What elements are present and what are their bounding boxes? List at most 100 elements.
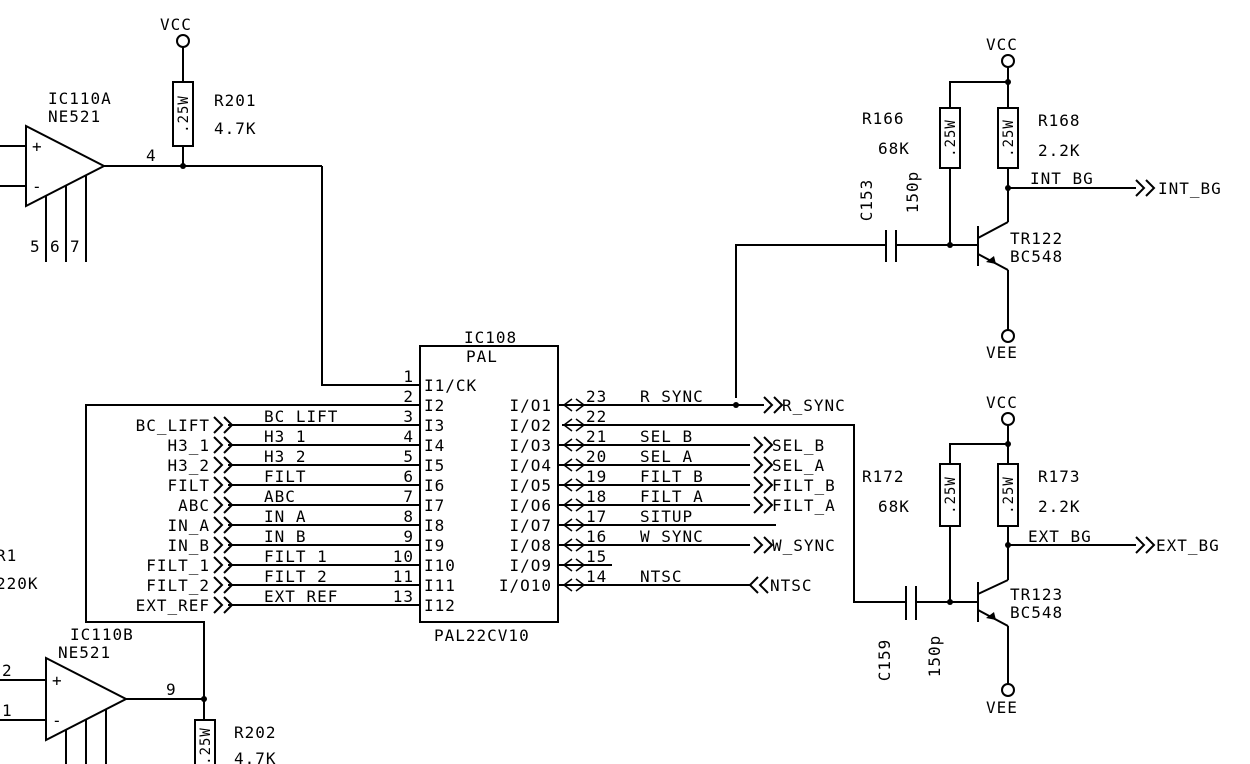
net-ntsc: NTSC [640, 567, 683, 586]
ic110b-part-label: NE521 [58, 643, 111, 662]
port-in-a: IN_A [167, 516, 210, 535]
vcc-terminal [176, 34, 190, 48]
r201-ref-label: R201 [214, 91, 257, 110]
ic108-output-pin-14: 14 [586, 567, 607, 586]
r201-rating: .25W [176, 95, 192, 133]
r202-value-label: 4.7K [234, 749, 277, 764]
r202-ref-label: R202 [234, 723, 277, 742]
tr122-part-label: BC548 [1010, 247, 1063, 266]
r166-value-label: 68K [878, 139, 910, 158]
ic108-output-label-16: I/O8 [509, 536, 552, 555]
ic108-output-pin-22: 22 [586, 407, 607, 426]
ic108-input-label-5: I5 [424, 456, 445, 475]
r168-value-label: 2.2K [1038, 141, 1081, 160]
ic110b-out-pin: 9 [166, 680, 177, 699]
ic108-output-label-15: I/O9 [509, 556, 552, 575]
ic108-input-label-1: I1/CK [424, 376, 477, 395]
port-w-sync: W_SYNC [772, 536, 836, 555]
net-situp: SITUP [640, 507, 693, 526]
ic110b-opamp-symbol [45, 656, 129, 742]
ic108-output-label-21: I/O3 [509, 436, 552, 455]
port-filt: FILT [167, 476, 210, 495]
r173-ref-label: R173 [1038, 467, 1081, 486]
r173-value-label: 2.2K [1038, 497, 1081, 516]
vcc-terminal [1001, 412, 1015, 426]
ic110a-ref-label: IC110A [48, 89, 112, 108]
ic110a-pin-5: 5 [30, 237, 41, 256]
r166-ref-label: R166 [862, 109, 905, 128]
net-sel-b: SEL_B [640, 427, 693, 446]
ic110a-part-label: NE521 [48, 107, 101, 126]
ic108-output-label-14: I/O10 [499, 576, 552, 595]
ic108-output-pin-17: 17 [586, 507, 607, 526]
r1-value-label: 220K [0, 574, 39, 593]
port-bc-lift: BC_LIFT [136, 416, 210, 435]
ic108-output-pin-20: 20 [586, 447, 607, 466]
ic108-input-label-2: I2 [424, 396, 445, 415]
ic108-input-label-9: I9 [424, 536, 445, 555]
ic108-input-label-4: I4 [424, 436, 445, 455]
ic108-output-pin-16: 16 [586, 527, 607, 546]
r202-group: .25W R202 4.7K [194, 699, 277, 764]
tr122-stage: VCC .25W .25W R166 68K R168 2.2K INT_BG … [735, 35, 1222, 398]
ic110b-ref-label: IC110B [70, 625, 134, 644]
ic108-input-pin-9: 9 [403, 527, 414, 546]
ic110a-pin-6: 6 [50, 237, 61, 256]
ic108-input-pin-4: 4 [403, 427, 414, 446]
ic110b-pin-1: 1 [2, 701, 13, 720]
tr123-vcc-label: VCC [986, 393, 1018, 412]
net-ext-ref: EXT_REF [264, 587, 338, 606]
r172-ref-label: R172 [862, 467, 905, 486]
net-bc-lift: BC_LIFT [264, 407, 338, 426]
ext-bg-net-label: EXT_BG [1028, 527, 1092, 546]
ic108-input-pin-13: 13 [393, 587, 414, 606]
tr122-ref-label: TR122 [1010, 229, 1063, 248]
ic110a-plus-sign: + [32, 137, 43, 156]
r202-resistor [194, 719, 216, 764]
c153-ref-label: C153 [857, 179, 876, 222]
r166-rating: .25W [943, 119, 959, 157]
ic108-input-pin-8: 8 [403, 507, 414, 526]
int-bg-port-label: INT_BG [1158, 179, 1222, 198]
ic110a-minus-sign: - [32, 177, 43, 196]
ic108-type-label: PAL [466, 347, 498, 366]
ic108-input-label-11: I11 [424, 576, 456, 595]
ic108-input-label-7: I7 [424, 496, 445, 515]
port-ext-ref: EXT_REF [136, 596, 210, 615]
ic108-input-pin-7: 7 [403, 487, 414, 506]
ic110b-group: IC110B NE521 2 1 + - 9 [0, 625, 207, 764]
port-h3-2: H3_2 [167, 456, 210, 475]
net-sel-a: SEL_A [640, 447, 693, 466]
ic108-output-pin-21: 21 [586, 427, 607, 446]
r172-value-label: 68K [878, 497, 910, 516]
ext-bg-port-label: EXT_BG [1156, 536, 1220, 555]
c159-ref-label: C159 [875, 639, 894, 682]
c159-value-label: 150p [925, 635, 944, 678]
c153-value-label: 150p [903, 171, 922, 214]
ic108-input-label-10: I10 [424, 556, 456, 575]
ic108-output-label-17: I/O7 [509, 516, 552, 535]
ic108-output-pin-23: 23 [586, 387, 607, 406]
ic108-output-label-22: I/O2 [509, 416, 552, 435]
port-sel-a: SEL_A [772, 456, 825, 475]
ic110a-pin-7: 7 [70, 237, 81, 256]
ic108-output-pin-19: 19 [586, 467, 607, 486]
ic108-input-pin-2: 2 [403, 387, 414, 406]
ic108-input-pin-11: 11 [393, 567, 414, 586]
port-filt-a: FILT_A [772, 496, 836, 515]
tr123-ref-label: TR123 [1010, 585, 1063, 604]
port-r-sync: R_SYNC [782, 396, 846, 415]
ic108-input-pin-6: 6 [403, 467, 414, 486]
int-bg-net-label: INT_BG [1030, 169, 1094, 188]
net-r-sync: R_SYNC [640, 387, 704, 406]
port-filt-1: FILT_1 [146, 556, 210, 575]
ic110b-minus-sign: - [52, 711, 63, 730]
ic108-output-label-19: I/O5 [509, 476, 552, 495]
net-in-b: IN_B [264, 527, 307, 546]
r1-ref-label: R1 [0, 546, 17, 565]
port-filt-2: FILT_2 [146, 576, 210, 595]
r168-rating: .25W [1001, 119, 1017, 157]
